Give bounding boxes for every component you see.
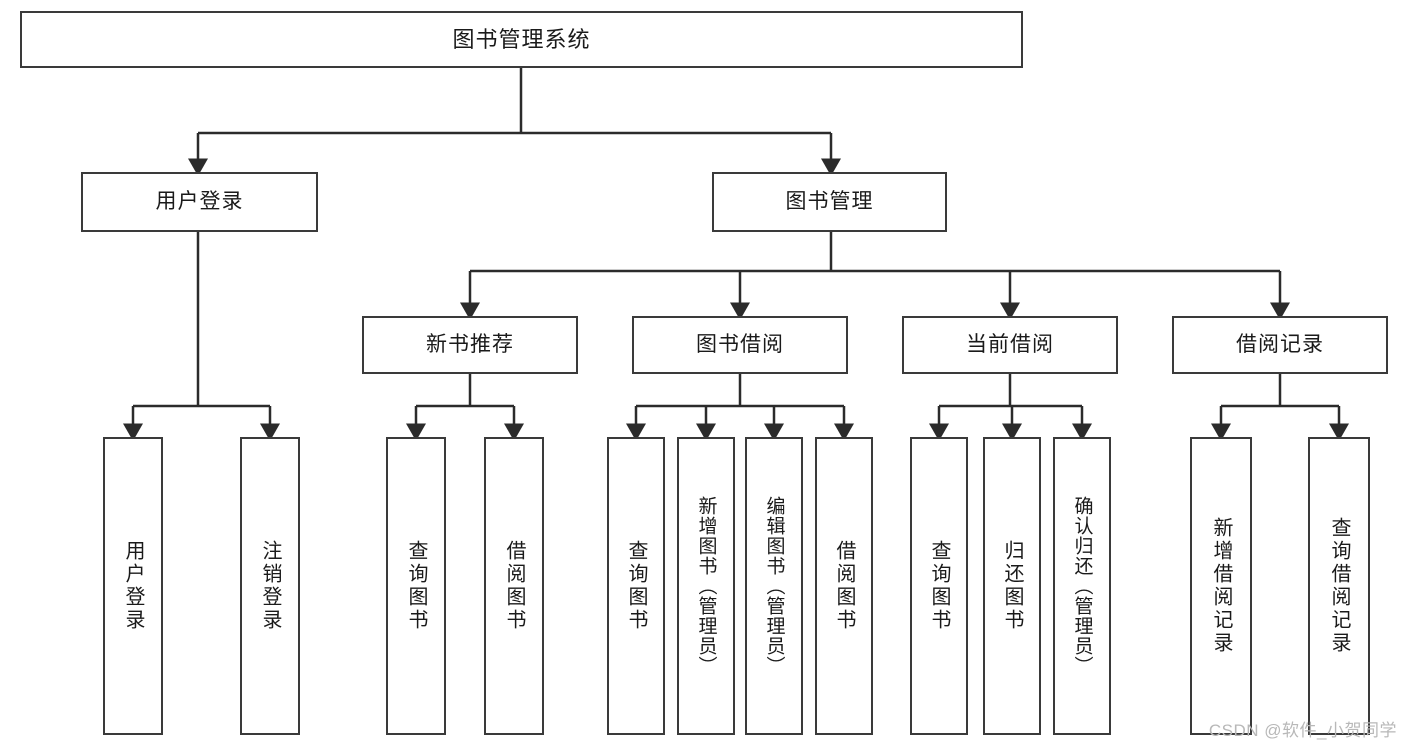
- node-leaf-query-book-borrow-label: 查询图书: [625, 540, 647, 632]
- node-leaf-borrow-book-label: 借阅图书: [833, 540, 855, 632]
- node-new-book-recommend-label: 新书推荐: [426, 332, 514, 356]
- node-leaf-query-book-rec[interactable]: 查询图书: [386, 437, 446, 735]
- node-leaf-user-login[interactable]: 用户登录: [103, 437, 163, 735]
- node-leaf-logout-login[interactable]: 注销登录: [240, 437, 300, 735]
- node-current-borrow-label: 当前借阅: [966, 332, 1054, 356]
- node-leaf-return-book-label: 归还图书: [1001, 540, 1023, 632]
- csdn-watermark: CSDN @软件_小贺同学: [1208, 721, 1397, 740]
- node-leaf-query-book-borrow[interactable]: 查询图书: [607, 437, 665, 735]
- node-leaf-edit-book-label: 编辑图书（管理员）: [763, 496, 785, 676]
- node-leaf-add-borrow-record-label: 新增借阅记录: [1210, 517, 1232, 655]
- node-current-borrow[interactable]: 当前借阅: [902, 316, 1118, 374]
- node-book-manage[interactable]: 图书管理: [712, 172, 947, 232]
- node-leaf-query-book-cur-label: 查询图书: [928, 540, 950, 632]
- node-leaf-user-login-label: 用户登录: [122, 540, 144, 632]
- node-new-book-recommend[interactable]: 新书推荐: [362, 316, 578, 374]
- node-leaf-confirm-return[interactable]: 确认归还（管理员）: [1053, 437, 1111, 735]
- node-book-borrow-label: 图书借阅: [696, 332, 784, 356]
- node-leaf-edit-book[interactable]: 编辑图书（管理员）: [745, 437, 803, 735]
- node-root[interactable]: 图书管理系统: [20, 11, 1023, 68]
- node-borrow-record[interactable]: 借阅记录: [1172, 316, 1388, 374]
- node-leaf-query-borrow-record[interactable]: 查询借阅记录: [1308, 437, 1370, 735]
- node-leaf-confirm-return-label: 确认归还（管理员）: [1071, 496, 1093, 676]
- node-leaf-borrow-book-rec[interactable]: 借阅图书: [484, 437, 544, 735]
- node-borrow-record-label: 借阅记录: [1236, 332, 1324, 356]
- node-leaf-logout-login-label: 注销登录: [259, 540, 281, 632]
- node-leaf-borrow-book[interactable]: 借阅图书: [815, 437, 873, 735]
- node-book-borrow[interactable]: 图书借阅: [632, 316, 848, 374]
- node-leaf-return-book[interactable]: 归还图书: [983, 437, 1041, 735]
- node-leaf-add-book-label: 新增图书（管理员）: [695, 496, 717, 676]
- node-leaf-query-book-rec-label: 查询图书: [405, 540, 427, 632]
- node-root-label: 图书管理系统: [452, 26, 591, 52]
- node-leaf-query-book-cur[interactable]: 查询图书: [910, 437, 968, 735]
- node-user-login-label: 用户登录: [155, 189, 244, 213]
- node-user-login[interactable]: 用户登录: [81, 172, 318, 232]
- node-leaf-add-book[interactable]: 新增图书（管理员）: [677, 437, 735, 735]
- node-book-manage-label: 图书管理: [785, 189, 874, 213]
- node-leaf-borrow-book-rec-label: 借阅图书: [503, 540, 525, 632]
- node-leaf-query-borrow-record-label: 查询借阅记录: [1328, 517, 1350, 655]
- node-leaf-add-borrow-record[interactable]: 新增借阅记录: [1190, 437, 1252, 735]
